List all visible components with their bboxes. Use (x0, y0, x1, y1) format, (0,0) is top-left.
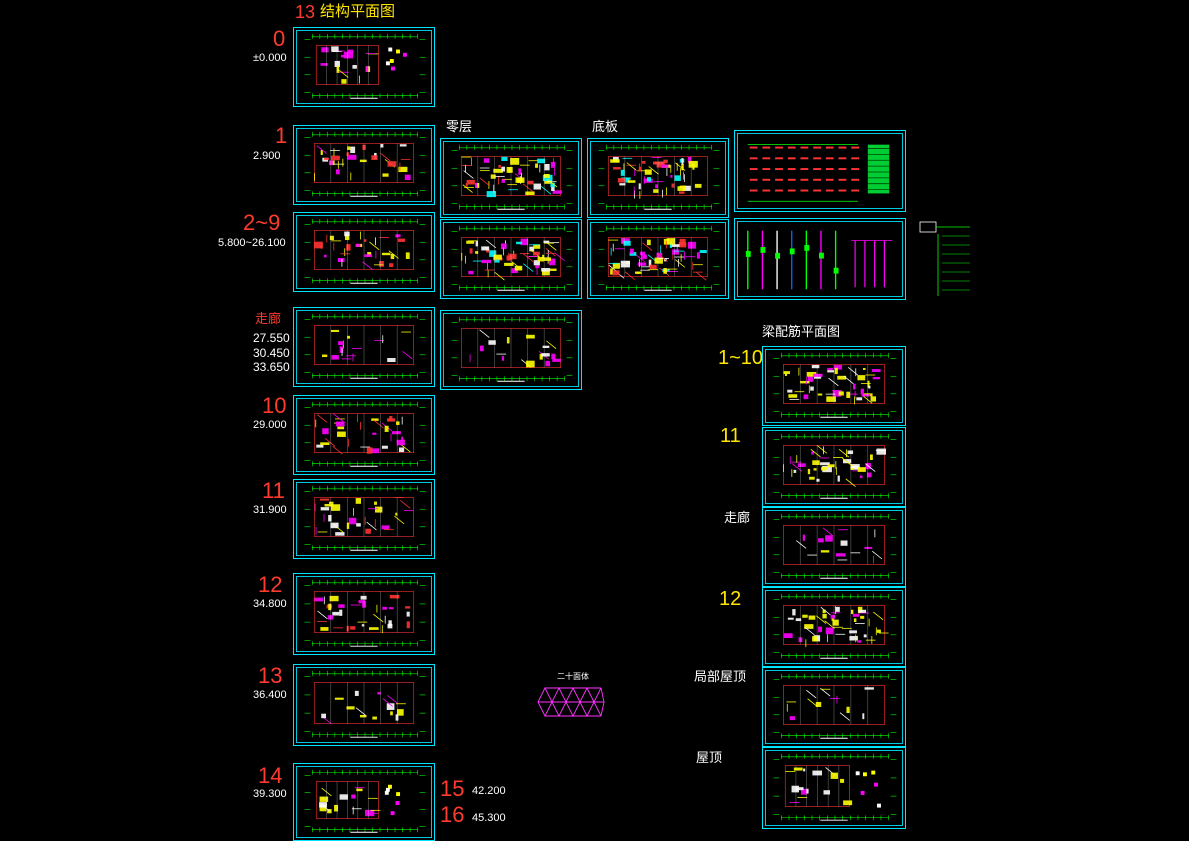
sheet-floor-14[interactable] (293, 763, 435, 841)
corridor-elev-2: 30.450 (253, 346, 290, 360)
beam-label-roof: 屋顶 (696, 751, 723, 766)
floor-16-label: 16 (440, 802, 465, 827)
corridor-elev-3: 33.650 (253, 360, 290, 374)
corridor-elev-1: 27.550 (253, 331, 290, 345)
sheet-zero-floor-b[interactable] (440, 219, 582, 299)
corridor-label: 走廊 (255, 312, 282, 327)
floor-12-elev: 34.800 (253, 598, 287, 610)
floor-14-elev: 39.300 (253, 788, 287, 800)
truss-caption: 二十面体 (557, 672, 589, 681)
floor-1-label: 1 (275, 123, 288, 148)
floor-0-label: 0 (273, 26, 286, 51)
floor-10-elev: 29.000 (253, 419, 287, 431)
sheet-floor-2-9[interactable] (293, 212, 435, 292)
sheet-detail-a[interactable] (734, 130, 906, 212)
sheet-corridor-b[interactable] (440, 310, 582, 390)
sheet-beam-roof[interactable] (762, 747, 906, 829)
floor-13-elev: 36.400 (253, 689, 287, 701)
sheet-base-plate-a[interactable] (587, 138, 729, 218)
truss-diagram (537, 686, 605, 718)
sheet-floor-0[interactable] (293, 27, 435, 107)
beam-label-11: 11 (720, 425, 741, 447)
floor-2-9-label: 2~9 (243, 210, 281, 235)
beam-title: 梁配筋平面图 (762, 325, 841, 340)
floor-15-elev: 42.200 (472, 785, 506, 797)
beam-label-corridor: 走廊 (724, 511, 751, 526)
floor-0-elev: ±0.000 (253, 52, 287, 64)
sheet-floor-13[interactable] (293, 664, 435, 746)
page-title: 结构平面图 (320, 2, 396, 20)
sheet-base-plate-b[interactable] (587, 219, 729, 299)
floor-12-label: 12 (258, 572, 283, 597)
floor-11-label: 11 (262, 478, 285, 503)
sheet-zero-floor-a[interactable] (440, 138, 582, 218)
title-number: 13 (295, 2, 316, 22)
floor-13-label: 13 (258, 663, 283, 688)
floor-11-elev: 31.900 (253, 504, 287, 516)
sheet-corridor[interactable] (293, 307, 435, 387)
beam-label-1-10: 1~10 (718, 347, 764, 369)
sheet-floor-12[interactable] (293, 573, 435, 655)
sheet-beam-partial-roof[interactable] (762, 667, 906, 747)
floor-16-elev: 45.300 (472, 812, 506, 824)
floor-2-9-elev: 5.800~26.100 (218, 237, 286, 249)
floor-14-label: 14 (258, 763, 283, 788)
floor-15-label: 15 (440, 776, 465, 801)
zero-floor-label: 零层 (446, 120, 473, 135)
floor-10-label: 10 (262, 393, 287, 418)
sheet-detail-b[interactable] (734, 218, 906, 300)
sheet-beam-12[interactable] (762, 587, 906, 667)
sheet-beam-1-10[interactable] (762, 346, 906, 426)
floor-1-elev: 2.900 (253, 150, 281, 162)
base-plate-label: 底板 (592, 120, 619, 135)
sheet-floor-1[interactable] (293, 125, 435, 205)
sheet-beam-11[interactable] (762, 427, 906, 507)
sheet-floor-11[interactable] (293, 479, 435, 559)
beam-label-12: 12 (719, 588, 742, 610)
sheet-beam-corridor[interactable] (762, 507, 906, 587)
sheet-floor-10[interactable] (293, 395, 435, 475)
beam-label-partial-roof: 局部屋顶 (694, 670, 747, 685)
legend-strip (919, 221, 970, 296)
